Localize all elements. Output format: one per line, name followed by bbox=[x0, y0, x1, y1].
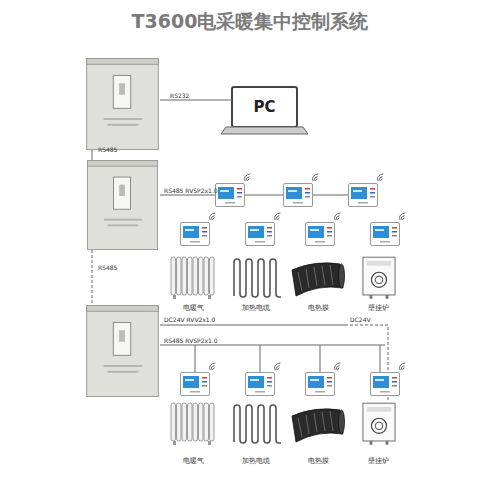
node-label: 壁挂炉 bbox=[368, 303, 389, 313]
node-label: 电热膜 bbox=[308, 303, 329, 313]
thermostat bbox=[284, 184, 313, 207]
heater-node: 壁挂炉 bbox=[352, 398, 404, 466]
heating-cable-icon bbox=[234, 405, 281, 443]
heater-node: 电热膜 bbox=[288, 398, 348, 466]
heating-cable-icon bbox=[234, 259, 281, 297]
node-label: 电热膜 bbox=[308, 456, 329, 466]
node-label: 壁挂炉 bbox=[368, 456, 389, 466]
thermostat bbox=[246, 373, 275, 396]
boiler-icon bbox=[363, 257, 395, 299]
bus-wire bbox=[160, 195, 378, 196]
bus-wire-dashed bbox=[92, 250, 93, 305]
bus-wire bbox=[160, 345, 385, 346]
wire-label: DC24V RVV2x1.0 bbox=[164, 316, 215, 323]
thermostat bbox=[306, 373, 335, 396]
radiator-icon bbox=[171, 403, 214, 445]
rs232-wire bbox=[160, 100, 232, 101]
laptop-base bbox=[221, 127, 308, 134]
thermostat bbox=[371, 223, 400, 246]
wireless-icon bbox=[274, 363, 280, 370]
heater-node: 电热膜 bbox=[288, 252, 348, 313]
wireless-icon bbox=[334, 363, 340, 370]
wireless-icon bbox=[274, 213, 280, 220]
diagram-title: T3600电采暖集中控制系统 bbox=[0, 9, 500, 35]
wireless-icon bbox=[399, 363, 405, 370]
heater-node: 加热电缆 bbox=[228, 398, 284, 466]
heater-node: 电暖气 bbox=[165, 252, 221, 313]
controller-cabinet bbox=[87, 160, 157, 249]
thermostat bbox=[349, 184, 378, 207]
thermostat bbox=[181, 373, 210, 396]
wireless-icon bbox=[399, 213, 405, 220]
controller-cabinet bbox=[87, 305, 159, 396]
thermostat bbox=[246, 223, 275, 246]
radiator-icon bbox=[171, 257, 214, 299]
bus-wire bbox=[92, 150, 93, 160]
heater-node: 加热电缆 bbox=[228, 252, 284, 313]
laptop-screen bbox=[232, 87, 297, 127]
drop-wires bbox=[195, 345, 380, 372]
node-label: 加热电缆 bbox=[242, 303, 270, 313]
thermostat bbox=[181, 223, 210, 246]
node-label: 加热电缆 bbox=[242, 456, 270, 466]
wire-label: RS232 bbox=[170, 92, 189, 99]
wireless-icon bbox=[377, 174, 383, 181]
wire-label: DC24V bbox=[350, 316, 371, 323]
node-label: PC bbox=[253, 98, 275, 116]
thermostat bbox=[216, 184, 245, 207]
thermostat bbox=[306, 223, 335, 246]
thermostat bbox=[371, 373, 400, 396]
wireless-icon bbox=[209, 363, 215, 370]
wireless-icon bbox=[312, 174, 318, 181]
computer-node: PC bbox=[232, 87, 297, 127]
node-label: 电暖气 bbox=[183, 456, 204, 466]
controller-cabinet bbox=[87, 58, 159, 149]
wireless-icon bbox=[334, 213, 340, 220]
heater-node: 壁挂炉 bbox=[352, 252, 404, 313]
wire-label: RS485 bbox=[98, 146, 117, 153]
wireless-icon bbox=[209, 213, 215, 220]
heating-film-icon bbox=[292, 409, 345, 442]
heating-film-icon bbox=[292, 263, 345, 296]
wire-label: RS485 RVSP2x1.0 bbox=[164, 337, 218, 344]
wireless-icon bbox=[244, 174, 250, 181]
node-label: 电暖气 bbox=[183, 303, 204, 313]
wire-label: RS485 RVSP2x1.0 bbox=[164, 187, 218, 194]
wire-label: RS485 bbox=[98, 264, 117, 271]
heater-node: 电暖气 bbox=[165, 398, 221, 466]
power-wire bbox=[160, 325, 345, 326]
boiler-icon bbox=[363, 403, 395, 445]
